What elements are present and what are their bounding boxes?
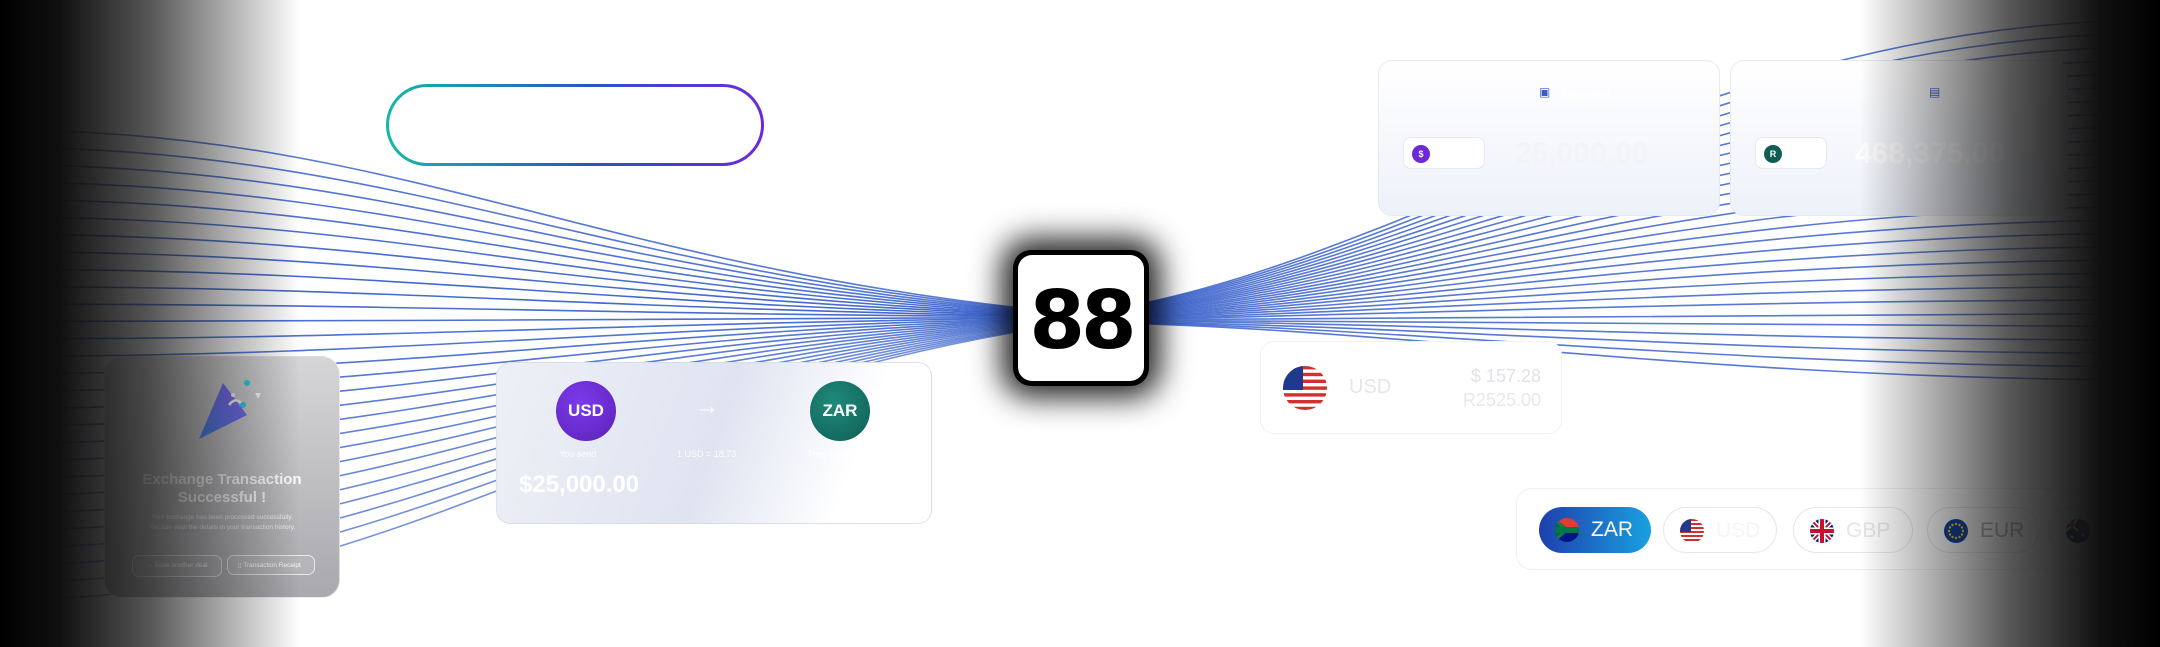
conversion-amount: $25,000.00: [519, 471, 640, 498]
app-logo: 88: [1013, 250, 1149, 386]
wave-line-left: [0, 164, 1081, 316]
send-currency-chip[interactable]: $ USD: [1403, 137, 1485, 169]
zar-coin: ZAR: [810, 381, 870, 441]
transaction-receipt-button[interactable]: ▯ Transaction Receipt: [227, 555, 315, 575]
wave-line-right: [1079, 321, 2160, 381]
rate-value-usd: $ 157.28: [1470, 366, 1541, 386]
arrow-left-icon: ←: [146, 562, 155, 569]
gradient-outline-pill[interactable]: [386, 84, 764, 166]
wave-line-left: [0, 198, 1081, 316]
conversion-card: USD → ZAR You send 1 USD = 18.73 They re…: [496, 362, 932, 524]
arrow-right-icon: →: [695, 393, 719, 420]
eu-flag-icon: [1944, 519, 1968, 543]
success-card: Exchange Transaction Successful ! Your e…: [104, 356, 340, 598]
receive-amount-card: ▤ Auto-calculated R ZAR 468,375.00: [1730, 60, 2068, 216]
book-another-deal-button[interactable]: ← Book another deal: [132, 555, 222, 577]
success-description: Your exchange has been processed success…: [148, 514, 296, 531]
receive-amount-value: 468,375.00: [1855, 137, 2006, 170]
usd-coin: USD: [556, 381, 616, 441]
rate-currency-code: USD: [1349, 376, 1392, 398]
currency-chip-usd[interactable]: USD: [1663, 507, 1777, 553]
receive-currency-chip[interactable]: R ZAR: [1755, 137, 1827, 169]
zar-badge-icon: R: [1764, 145, 1782, 163]
usd-badge-icon: $: [1412, 145, 1430, 163]
receive-label: They receive: [807, 449, 859, 459]
send-amount-card: ▣ You send $ USD 25,000.00: [1378, 60, 1720, 216]
currency-selector: ZAR USD GBP EUR: [1516, 488, 2149, 570]
rate-card[interactable]: USD $ 157.28 R2525.00: [1260, 341, 1562, 434]
logo-mark: 88: [1029, 274, 1136, 367]
uk-flag-icon: [1810, 519, 1834, 543]
currency-chip-zar[interactable]: ZAR: [1539, 507, 1651, 553]
rate-value-zar: R2525.00: [1462, 390, 1541, 410]
currency-chip-eur[interactable]: EUR: [1927, 507, 2039, 553]
party-popper-icon: [199, 380, 261, 439]
auto-calculated-hint: Auto-calculated: [1947, 87, 2030, 101]
us-flag-icon: [1680, 519, 1704, 543]
currency-chip-aud[interactable]: AUD: [2049, 507, 2149, 553]
us-flag-icon: [1283, 366, 1327, 410]
australia-flag-icon: [2066, 519, 2090, 543]
currency-chip-gbp[interactable]: GBP: [1793, 507, 1913, 553]
success-title: Exchange Transaction Successful !: [142, 471, 302, 506]
send-amount-value[interactable]: 25,000.00: [1515, 137, 1649, 170]
south-africa-flag-icon: [1555, 518, 1579, 542]
send-hint: You send: [1561, 87, 1611, 101]
calculator-icon: ▤: [1929, 85, 1941, 99]
wave-line-left: [0, 146, 1081, 316]
wallet-icon: ▣: [1539, 85, 1551, 99]
send-label: You send: [559, 449, 597, 459]
wave-line-left: [0, 303, 1081, 318]
rate-label: 1 USD = 18.73: [677, 449, 737, 459]
